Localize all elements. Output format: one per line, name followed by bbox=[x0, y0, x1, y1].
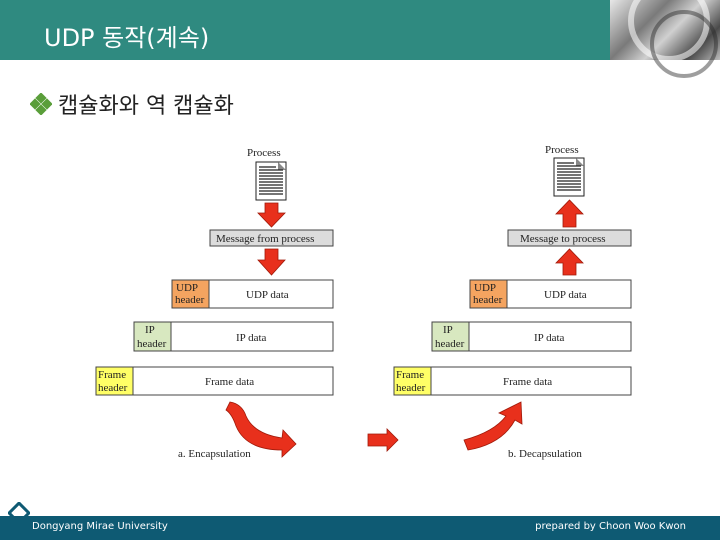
curved-arrow-icon bbox=[463, 401, 523, 451]
process-label: Process bbox=[545, 144, 579, 156]
bullet-item: 캡슐화와 역 캡슐화 bbox=[30, 88, 234, 120]
up-arrow-icon bbox=[555, 248, 584, 276]
frame-header-label: header bbox=[98, 382, 128, 394]
message-label: Message to process bbox=[520, 233, 606, 245]
encapsulation-diagram: Process Message from process UDP header … bbox=[95, 147, 334, 460]
university-name: Dongyang Mirae University bbox=[32, 521, 168, 532]
udp-header-label: header bbox=[175, 294, 205, 306]
ip-header-label: header bbox=[137, 338, 167, 350]
udp-data-label: UDP data bbox=[544, 289, 587, 301]
decapsulation-diagram: Process Message to process UDP header UD… bbox=[393, 144, 632, 460]
down-arrow-icon bbox=[257, 248, 286, 276]
up-arrow-icon bbox=[555, 199, 584, 228]
encapsulation-caption: a. Encapsulation bbox=[178, 448, 251, 460]
frame-header-label: Frame bbox=[98, 369, 126, 381]
message-label: Message from process bbox=[216, 233, 314, 245]
process-label: Process bbox=[247, 147, 281, 159]
frame-header-label: header bbox=[396, 382, 426, 394]
ip-header-label: IP bbox=[145, 324, 155, 336]
document-icon bbox=[553, 157, 585, 197]
footer-bar: Dongyang Mirae University prepared by Ch… bbox=[0, 516, 720, 540]
frame-data-label: Frame data bbox=[205, 376, 254, 388]
ip-header-label: IP bbox=[443, 324, 453, 336]
right-arrow-icon bbox=[367, 428, 399, 452]
corner-decoration bbox=[610, 0, 720, 78]
frame-header-label: Frame bbox=[396, 369, 424, 381]
message-box bbox=[507, 229, 632, 247]
udp-header-label: UDP bbox=[474, 282, 496, 294]
frame-data-label: Frame data bbox=[503, 376, 552, 388]
diamond-bullet-icon bbox=[30, 93, 52, 115]
udp-header-label: UDP bbox=[176, 282, 198, 294]
author-credit: prepared by Choon Woo Kwon bbox=[535, 521, 686, 532]
ip-data-label: IP data bbox=[534, 332, 565, 344]
curved-arrow-icon bbox=[225, 401, 297, 458]
udp-data-label: UDP data bbox=[246, 289, 289, 301]
decapsulation-caption: b. Decapsulation bbox=[508, 448, 582, 460]
ip-header-label: header bbox=[435, 338, 465, 350]
document-icon bbox=[255, 161, 287, 201]
slide-title: UDP 동작(계속) bbox=[44, 24, 210, 52]
ip-data-label: IP data bbox=[236, 332, 267, 344]
down-arrow-icon bbox=[257, 202, 286, 228]
message-box bbox=[209, 229, 334, 247]
bullet-text: 캡슐화와 역 캡슐화 bbox=[58, 94, 234, 119]
title-bar: UDP 동작(계속) bbox=[0, 0, 720, 60]
udp-header-label: header bbox=[473, 294, 503, 306]
